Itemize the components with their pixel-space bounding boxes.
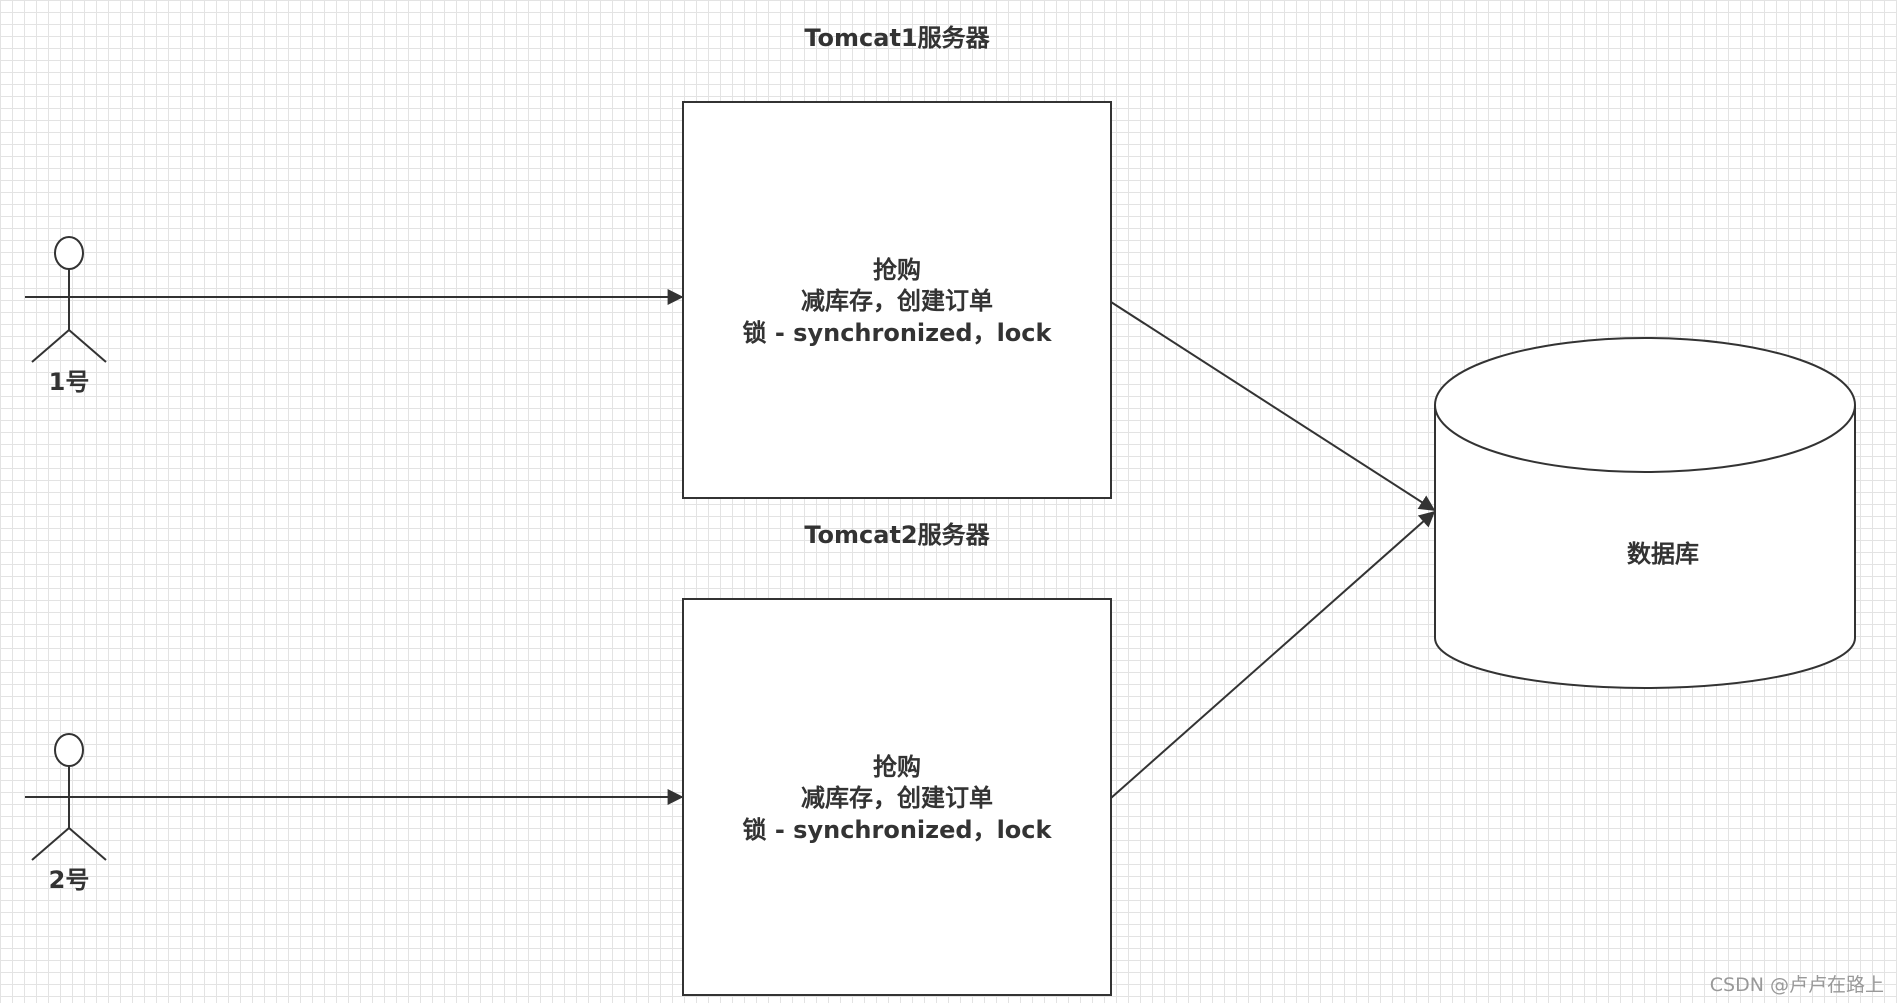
server-2-line-2: 减库存，创建订单 (801, 784, 993, 812)
server-1-title: Tomcat1服务器 (804, 24, 990, 52)
database-label: 数据库 (1627, 540, 1699, 568)
arrow-server1-to-database[interactable] (1110, 301, 1436, 511)
server-1-line-1: 抢购 (873, 256, 921, 284)
server-2-line-1: 抢购 (873, 753, 921, 781)
database-cylinder[interactable] (1434, 337, 1856, 689)
actor-2[interactable] (25, 733, 112, 861)
server-2-line-3: 锁 - synchronized，lock (743, 816, 1053, 844)
actor-1[interactable] (25, 236, 112, 363)
server-2-title: Tomcat2服务器 (804, 521, 990, 549)
arrow-server2-to-database[interactable] (1110, 510, 1436, 799)
actor-1-label: 1号 (49, 368, 90, 396)
server-1-line-3: 锁 - synchronized，lock (743, 319, 1053, 347)
server-1-box[interactable] (682, 101, 1112, 499)
watermark: CSDN @卢卢在路上 (1710, 974, 1884, 996)
actor-2-label: 2号 (49, 866, 90, 894)
server-1-line-2: 减库存，创建订单 (801, 287, 993, 315)
